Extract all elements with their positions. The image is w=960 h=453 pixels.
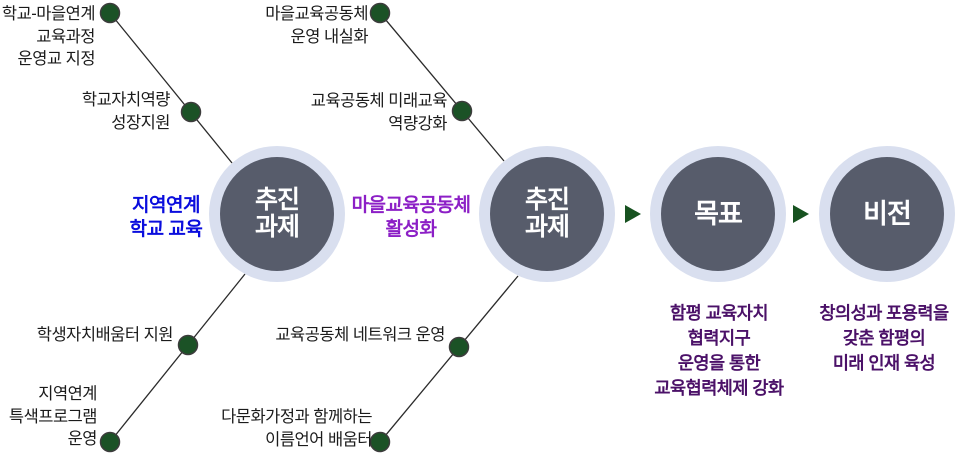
node-label: 추진 과제 (254, 186, 300, 241)
arrow-right-icon (793, 205, 809, 223)
satellite-label: 마을교육공동체 운영 내실화 (265, 5, 368, 46)
node-tasks-right: 추진 과제 (479, 146, 615, 282)
connector-line-bottom-middle (379, 275, 519, 443)
goal-description: 함평 교육자치 협력지구 운영을 통한 교육협력체제 강화 (654, 303, 784, 398)
connector-line-top-middle (379, 12, 505, 162)
satellite-label: 교육공동체 네트워크 운영 (275, 326, 445, 344)
satellite-label: 학생자치배움터 지원 (36, 326, 174, 344)
node-label: 추진 과제 (524, 186, 570, 241)
cluster-label-school-education: 지역연계 학교 교육 (129, 195, 203, 240)
connector-dot-icon (99, 2, 121, 24)
connector-dot-icon (180, 101, 202, 123)
connector-dot-icon (99, 431, 121, 453)
node-tasks-left: 추진 과제 (209, 146, 345, 282)
vision-description: 창의성과 포용력을 갖춘 함평의 미래 인재 육성 (819, 303, 949, 373)
connector-dot-icon (448, 336, 470, 358)
node-label: 목표 (694, 198, 743, 229)
node-tasks-right-circle: 추진 과제 (490, 157, 604, 271)
node-tasks-left-circle: 추진 과제 (220, 157, 334, 271)
node-label: 비전 (863, 198, 912, 229)
cluster-label-village-community: 마을교육공동체 활성화 (351, 195, 471, 240)
satellite-label: 교육공동체 미래교육 역량강화 (310, 92, 448, 133)
node-goal-circle: 목표 (661, 157, 775, 271)
connector-line-bottom-left (109, 273, 246, 443)
satellite-label: 지역연계 특색프로그램 운영 (8, 385, 98, 448)
connector-dot-icon (369, 2, 391, 24)
satellite-label: 학교자치역량 성장지원 (81, 91, 171, 132)
connector-line-top-left (109, 12, 233, 164)
connector-dot-icon (369, 431, 391, 453)
node-goal: 목표 (650, 146, 786, 282)
satellite-label: 학교-마을연계 교육과정 운영교 지정 (1, 5, 96, 68)
node-vision: 비전 (819, 146, 955, 282)
node-vision-circle: 비전 (830, 157, 944, 271)
connector-dot-icon (451, 100, 473, 122)
connector-dot-icon (177, 334, 199, 356)
satellite-label: 다문화가정과 함께하는 이름언어 배움터 (221, 408, 372, 449)
arrow-right-icon (625, 205, 641, 223)
